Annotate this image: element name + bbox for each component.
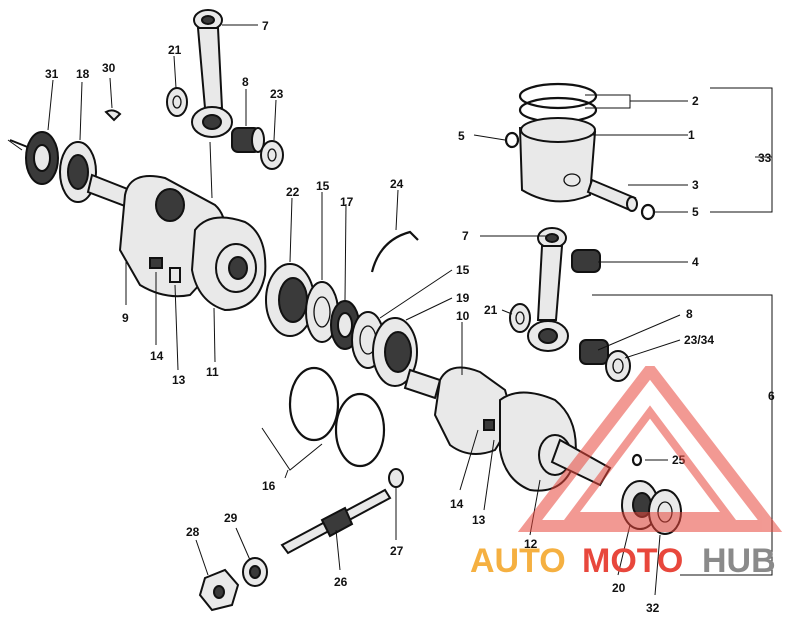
washer-23-34 — [605, 350, 631, 382]
needle-bearing-8-upper — [231, 127, 265, 153]
callout-22: 22 — [286, 185, 300, 199]
callout-labels: 1 2 3 4 5 5 6 7 7 8 8 9 10 11 12 13 13 1… — [45, 19, 775, 615]
watermark-triangle-icon — [517, 366, 783, 532]
callout-20: 20 — [612, 581, 626, 595]
callout-5-right: 5 — [692, 205, 699, 219]
connecting-rod-lower — [527, 227, 569, 352]
callout-21-lower: 21 — [484, 303, 498, 317]
callout-2: 2 — [692, 94, 699, 108]
callout-8-upper: 8 — [242, 75, 249, 89]
callout-15-mid: 15 — [456, 263, 470, 277]
circlip-5-right — [640, 203, 656, 221]
callout-29: 29 — [224, 511, 238, 525]
woodruff-key-30 — [104, 109, 122, 122]
callout-15-top: 15 — [316, 179, 330, 193]
washer-27 — [388, 468, 404, 488]
washer-21-upper — [166, 87, 188, 117]
pin-14 — [149, 257, 163, 269]
nut-28 — [198, 568, 240, 612]
callout-16: 16 — [262, 479, 276, 493]
callout-13-left: 13 — [172, 373, 186, 387]
right-crank-assembly — [403, 366, 612, 492]
callout-18: 18 — [76, 67, 90, 81]
callout-4: 4 — [692, 255, 699, 269]
watermark-text-auto: AUTO — [470, 542, 566, 580]
piston-rings-2 — [518, 82, 598, 124]
callout-6: 6 — [768, 389, 775, 403]
callout-14-left: 14 — [150, 349, 164, 363]
washer-21-lower — [509, 303, 531, 333]
bearing-19 — [372, 317, 418, 387]
callout-23-34: 23/34 — [684, 333, 714, 347]
shaft-26 — [280, 488, 392, 555]
callout-27: 27 — [390, 544, 404, 558]
callout-14-right: 14 — [450, 497, 464, 511]
callout-32: 32 — [646, 601, 660, 615]
watermark-text-moto: MOTO — [582, 542, 683, 580]
piston-pin-3 — [586, 178, 638, 212]
callout-31: 31 — [45, 67, 59, 81]
leader-lines — [7, 24, 773, 596]
callout-23: 23 — [270, 87, 284, 101]
watermark-text-hub: HUB — [702, 542, 776, 580]
callout-8-lower: 8 — [686, 307, 693, 321]
callout-19: 19 — [456, 291, 470, 305]
callout-21-upper: 21 — [168, 43, 182, 57]
callout-12: 12 — [524, 537, 538, 551]
washer-23-upper — [260, 140, 284, 170]
piston-rings-16 — [288, 366, 386, 468]
callout-33: 33 — [758, 151, 772, 165]
callout-17: 17 — [340, 195, 354, 209]
callout-13-right: 13 — [472, 513, 486, 527]
callout-10: 10 — [456, 309, 470, 323]
callout-7-lower: 7 — [462, 229, 469, 243]
needle-bearing-8-lower — [579, 339, 609, 365]
bearing-29 — [242, 557, 268, 587]
callout-1: 1 — [688, 128, 695, 142]
callout-7-upper: 7 — [262, 19, 269, 33]
callout-28: 28 — [186, 525, 200, 539]
left-crank-assembly — [9, 131, 267, 312]
callout-11: 11 — [206, 365, 219, 379]
watermark-wordmark: AUTO MOTO HUB — [470, 542, 776, 580]
circlip-24 — [370, 230, 419, 273]
piston-1 — [518, 117, 597, 203]
callout-24: 24 — [390, 177, 404, 191]
needle-bearing-4 — [571, 249, 601, 273]
circlip-5-left — [504, 131, 520, 149]
oring-25 — [631, 453, 643, 467]
connecting-rod-upper — [191, 9, 233, 138]
callout-9: 9 — [122, 311, 129, 325]
callout-30: 30 — [102, 61, 116, 75]
callout-5-left: 5 — [458, 129, 465, 143]
automotohub-watermark: AUTO MOTO HUB — [470, 366, 783, 580]
callout-3: 3 — [692, 178, 699, 192]
callout-26: 26 — [334, 575, 348, 589]
